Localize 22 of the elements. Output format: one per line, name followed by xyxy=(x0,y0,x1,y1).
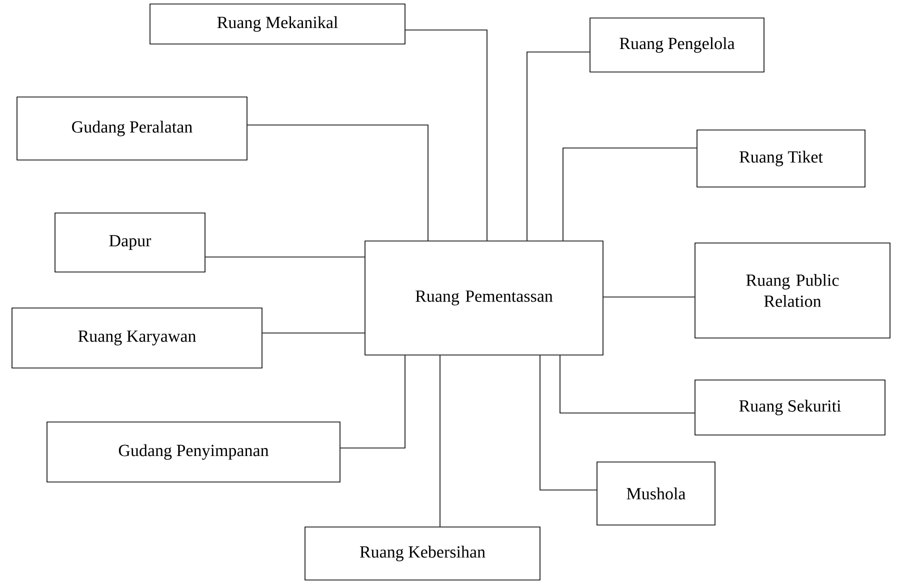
connector-line xyxy=(247,124,428,241)
connector-line xyxy=(540,355,597,490)
room-box: Ruang Sekuriti xyxy=(694,380,886,436)
room-box: Ruang Pengelola xyxy=(590,18,764,72)
room-box: Ruang Public Relation xyxy=(694,242,890,338)
room-box: Gudang Penyimpanan xyxy=(46,422,340,482)
room-box: Gudang Peralatan xyxy=(16,96,248,160)
room-box: Ruang Karyawan xyxy=(12,308,262,368)
room-box: Mushola xyxy=(596,462,716,526)
room-box: Ruang Tiket xyxy=(696,130,866,188)
connector-line xyxy=(262,332,365,334)
connector-line xyxy=(603,296,695,298)
room-box: Ruang Kebersihan xyxy=(304,526,540,580)
connector-line xyxy=(205,256,365,258)
connector-line xyxy=(562,148,697,241)
room-box: Ruang Mekanikal xyxy=(150,4,406,44)
hall-box: Ruang Pementassan xyxy=(364,240,604,356)
connector-line xyxy=(560,355,695,414)
connector-line xyxy=(340,355,406,448)
connector-line xyxy=(405,30,488,241)
connector-line xyxy=(526,52,590,241)
room-box: Dapur xyxy=(54,212,206,272)
